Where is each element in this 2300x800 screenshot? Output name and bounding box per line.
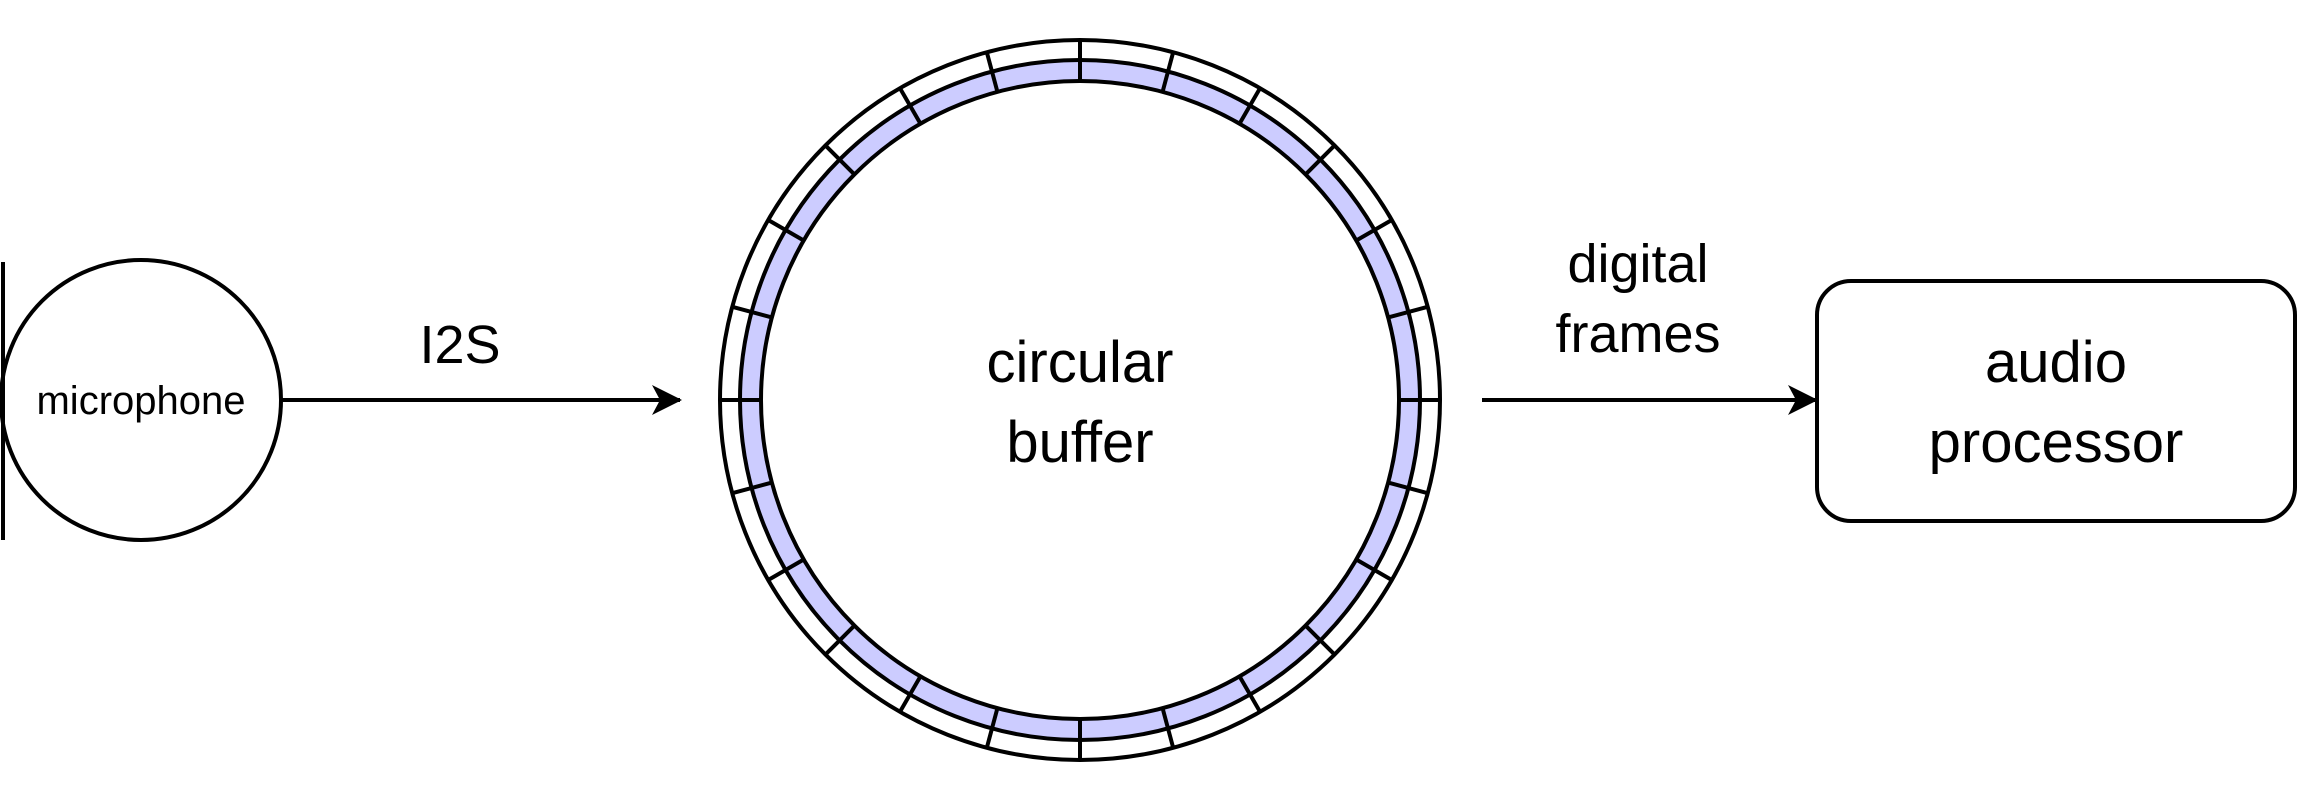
edge-mic-to-buffer-label: I2S <box>419 315 500 375</box>
circular-buffer-node[interactable]: circular buffer <box>718 38 1442 762</box>
buffer-segment-divider <box>767 557 805 582</box>
buffer-segment-divider <box>984 51 1000 93</box>
buffer-segment-divider <box>898 675 923 713</box>
edge-buffer-to-processor-label-line2: frames <box>1555 304 1720 364</box>
circular-buffer-segments <box>720 40 1440 760</box>
buffer-segment-divider <box>824 144 856 176</box>
buffer-segment-divider <box>1304 144 1336 176</box>
buffer-segment-divider <box>1387 304 1429 320</box>
buffer-segment-divider <box>731 304 773 320</box>
buffer-segment-divider <box>1237 675 1262 713</box>
microphone-label: microphone <box>36 379 245 423</box>
audio-processor-label-line2: processor <box>1929 410 2184 475</box>
buffer-segment-divider <box>984 707 1000 749</box>
buffer-segment-divider <box>824 624 856 656</box>
microphone-node[interactable]: microphone <box>0 258 283 542</box>
circular-buffer-inner <box>759 79 1401 721</box>
audio-processor-label-line1: audio <box>1985 330 2127 395</box>
buffer-segment-divider <box>1160 51 1176 93</box>
circular-buffer-outer-outline <box>718 38 1442 762</box>
buffer-segment-divider <box>1237 87 1262 125</box>
edge-buffer-to-processor-label-line1: digital <box>1567 234 1708 294</box>
buffer-segment-divider <box>1355 218 1393 243</box>
circular-buffer-label-line1: circular <box>987 330 1174 395</box>
buffer-segment-divider <box>1355 557 1393 582</box>
circular-buffer-label-line2: buffer <box>1006 410 1153 475</box>
buffer-segment-divider <box>1160 707 1176 749</box>
edge-mic-to-buffer: I2S <box>281 315 682 415</box>
edge-buffer-to-processor: digital frames <box>1482 234 1818 415</box>
audio-processor-box <box>1815 279 2297 523</box>
buffer-segment-divider <box>898 87 923 125</box>
buffer-segment-divider <box>767 218 805 243</box>
audio-processor-node[interactable]: audio processor <box>1815 279 2297 523</box>
buffer-segment-divider <box>1387 480 1429 496</box>
buffer-segment-divider <box>1304 624 1336 656</box>
buffer-segment-divider <box>731 480 773 496</box>
